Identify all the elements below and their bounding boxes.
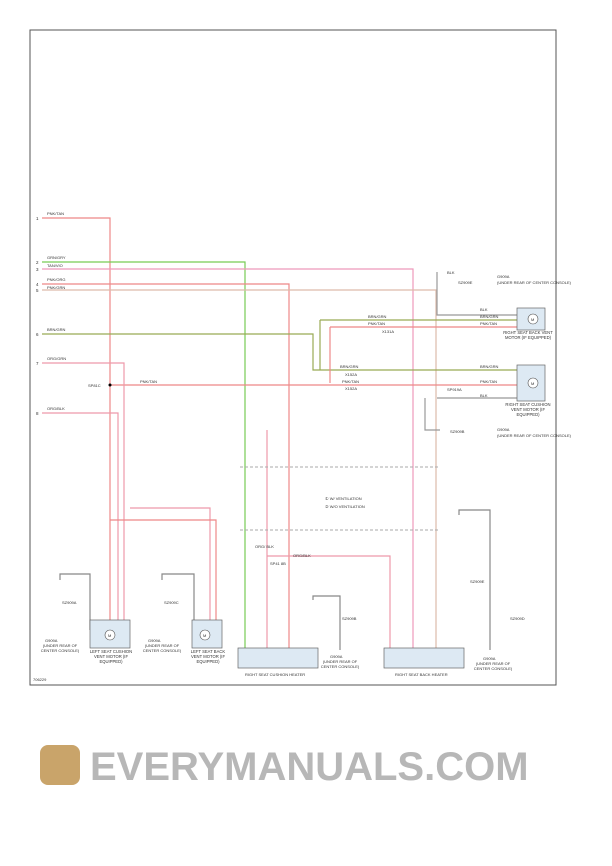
components-lsb-motor-label: LEFT SEAT BACK VENT MOTOR (IF EQUIPPED) [190,650,226,664]
left-pins-1-num-label: 2 [36,260,39,265]
wire-pnk-tan-lsb [110,519,217,620]
left-pins-7-num-label: 8 [36,411,39,416]
left-pins-3-color-label: PNK/ORG [47,277,65,282]
grounds-g909a-label: G909A [45,638,58,643]
legend-without-ventilation: ② W/O VENTILATION [325,504,365,509]
wires-brn-grn-label: BRN/GRN [340,364,359,369]
grounds-loc-label: (UNDER REAR OF CENTER CONSOLE) [320,660,360,669]
wires-pnk-tan-label: PNK/TAN [480,321,497,326]
wires-brn-grn-label: BRN/GRN [480,364,499,369]
grounds-loc-label: (UNDER REAR OF CENTER CONSOLE) [142,644,182,653]
connector-dashed-lines [240,466,440,531]
grounds-loc-label: (UNDER REAR OF CENTER CONSOLE) [497,433,572,438]
grounds-loc-label: (UNDER REAR OF CENTER CONSOLE) [473,662,513,671]
wire-org-grn-lsb [130,507,211,620]
splices-sp41-label: SP41 8B [270,561,286,566]
grounds-g909a-label: G909A [497,274,510,279]
splices-sz909b-label: SZ909B [450,429,465,434]
left-seat-back-vent-motor: M LEFT SEAT BACK VENT MOTOR (IF EQUIPPED… [190,619,226,664]
splices-sz909d-label: SZ909D [510,616,525,621]
wire-tan-vio [42,268,414,650]
wire-grn-gry [42,261,246,650]
left-pins-3-num-label: 4 [36,282,39,287]
left-pins-5-color-label: BRN/GRN [47,327,66,332]
components-motor-symbol-label: M [531,317,534,322]
components-lsc-motor-label: LEFT SEAT CUSHION VENT MOTOR (IF EQUIPPE… [89,650,133,664]
wire-org-blk [42,412,119,630]
left-pins-2-num-label: 3 [36,267,39,272]
grounds-g909a2-label: G909A [497,427,510,432]
watermark-logo-icon [40,745,80,785]
components-rsc-motor-label: RIGHT SEAT CUSHION VENT MOTOR (IF EQUIPP… [505,403,551,417]
splices-sz909c-label: SZ909C [164,600,179,605]
left-pins-2-color-label: TAN/VIO [47,263,63,268]
left-pins-4-num-label: 5 [36,288,39,293]
components-rsb-heater-label: RIGHT SEAT BACK HEATER [395,672,448,677]
wire-brn-grn [42,333,520,371]
left-pins-5-num-label: 6 [36,332,39,337]
wires-org-blk-short-label: ORG/ BLK [255,544,274,549]
wires-pnk-tan-label: PNK/TAN [480,379,497,384]
splices-sz909b2-label: SZ909B [342,616,357,621]
left-pins-0-num-label: 1 [36,216,39,221]
splices-sz909e-label: SZ909E [458,280,473,285]
wires-pnk-tan-label: PNK/TAN [368,321,385,326]
components-rsb-motor-label: RIGHT SEAT BACK VENT MOTOR (IF EQUIPPED) [503,331,553,340]
grounds-loc-label: (UNDER REAR OF CENTER CONSOLE) [40,644,80,653]
connectors-x131a-label: X131A [382,329,394,334]
connectors-x152b-label: X152A [345,386,357,391]
wires-org-blk-label: ORG/BLK [293,553,311,558]
wires-blk-label: BLK [480,393,488,398]
wires-blk-label: BLK [480,307,488,312]
wires-pnk-tan-label: PNK/TAN [140,379,157,384]
grounds-g909a-label: G909A [330,654,343,659]
wires-blk-label: BLK [447,270,455,275]
splice-sp81: SP81C [88,383,101,388]
left-pins-6-num-label: 7 [36,361,39,366]
wires [42,217,520,650]
legend-with-ventilation: ① W/ VENTILATION [325,496,362,501]
splices-sp-right-label: SP919A [447,387,462,392]
wire-blk-ground [424,272,520,431]
wires-pnk-tan-label: PNK/TAN [342,379,359,384]
wire-pnk-org [42,283,290,650]
grounds-g909a-label: G909A [148,638,161,643]
right-seat-cushion-vent-motor: M RIGHT SEAT CUSHION VENT MOTOR (IF EQUI… [505,364,551,417]
components-motor-symbol-label: M [108,633,111,638]
watermark: EVERYMANUALS.COM [40,745,529,789]
grounds-loc-label: (UNDER REAR OF CENTER CONSOLE) [497,280,572,285]
splices-sz909a-label: SZ909A [62,600,77,605]
diagram-frame [29,29,557,686]
right-seat-back-vent-motor: M RIGHT SEAT BACK VENT MOTOR (IF EQUIPPE… [503,307,553,340]
components-rsc-heater-label: RIGHT SEAT CUSHION HEATER [245,672,305,677]
wire-org-grn [42,362,125,630]
left-pins-4-color-label: PNK/GRN [47,285,65,290]
diagram-id: 706229 [33,677,47,682]
left-pins-0-color-label: PNK/TAN [47,211,64,216]
connectors-x152a-label: X152A [345,372,357,377]
wire-pnk-tan [42,217,111,630]
wire-brn-grn-back [319,319,520,370]
left-pins-1-color-label: GRN/GRY [47,255,66,260]
components-motor-symbol-label: M [203,633,206,638]
splices-sz909e2-label: SZ909E [470,579,485,584]
right-seat-cushion-heater: RIGHT SEAT CUSHION HEATER [237,647,319,677]
components-motor-symbol-label: M [531,381,534,386]
wire-blk-grounds [59,509,491,650]
wire-pnk-tan-back [329,326,520,383]
left-pins-6-color-label: ORG/GRN [47,356,66,361]
left-connector: 1 PNK/TAN 2 GRN/GRY 3 TAN/VIO 4 PNK/ORG 5 PNK… [36,211,66,416]
left-seat-cushion-vent-motor: M LEFT SEAT CUSHION VENT MOTOR (IF EQUIP… [89,619,133,664]
grounds-g909a-label: G909A [483,656,496,661]
wires-brn-grn-label: BRN/GRN [480,314,499,319]
left-pins-7-color-label: ORG/BLK [47,406,65,411]
wires-brn-grn-label: BRN/GRN [368,314,387,319]
right-seat-back-heater: RIGHT SEAT BACK HEATER [383,647,465,677]
watermark-label: EVERYMANUALS.COM [90,745,529,789]
